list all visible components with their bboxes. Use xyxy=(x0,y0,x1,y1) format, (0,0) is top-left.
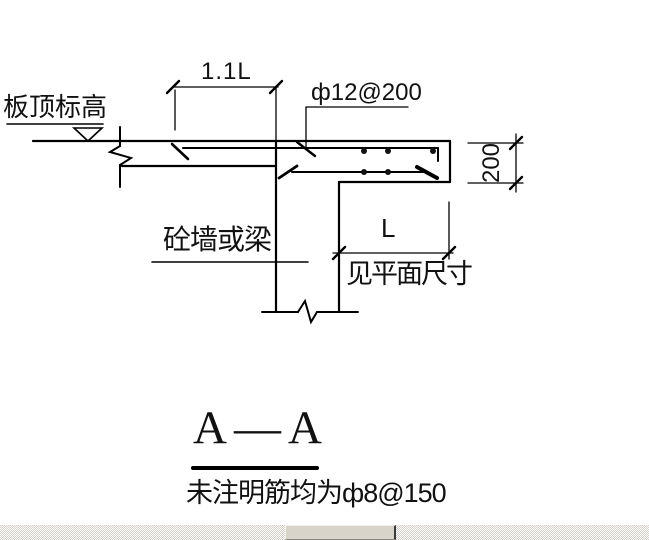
cantilever-dimension-label: L xyxy=(381,213,396,243)
top-rebar xyxy=(170,142,439,162)
break-symbol-left xyxy=(107,126,134,188)
horizontal-scrollbar-thumb[interactable] xyxy=(285,525,396,540)
concrete-outline xyxy=(31,139,452,314)
elevation-label: 板顶标高 xyxy=(3,92,108,122)
dimension-200 xyxy=(467,133,524,193)
section-title: A—A xyxy=(193,402,329,454)
support-label: 砼墙或梁 xyxy=(163,224,272,255)
elevation-marker-icon xyxy=(6,123,105,143)
bottom-rebar xyxy=(277,164,439,180)
dimension-1-1L xyxy=(165,79,284,141)
rebar-section-dots xyxy=(361,148,436,175)
section-drawing-canvas xyxy=(6,79,524,470)
cantilever-dimension-note: 见平面尺寸 xyxy=(346,259,473,289)
break-symbol-bottom xyxy=(261,298,359,325)
top-rebar-label: ф12@200 xyxy=(311,79,422,106)
dimension-L xyxy=(331,201,457,261)
span-dimension-label: 1.1L xyxy=(201,58,252,85)
general-note: 未注明筋均为ф8@150 xyxy=(186,478,447,508)
horizontal-scrollbar-track[interactable] xyxy=(0,525,649,540)
depth-dimension-label: 200 xyxy=(478,142,505,184)
